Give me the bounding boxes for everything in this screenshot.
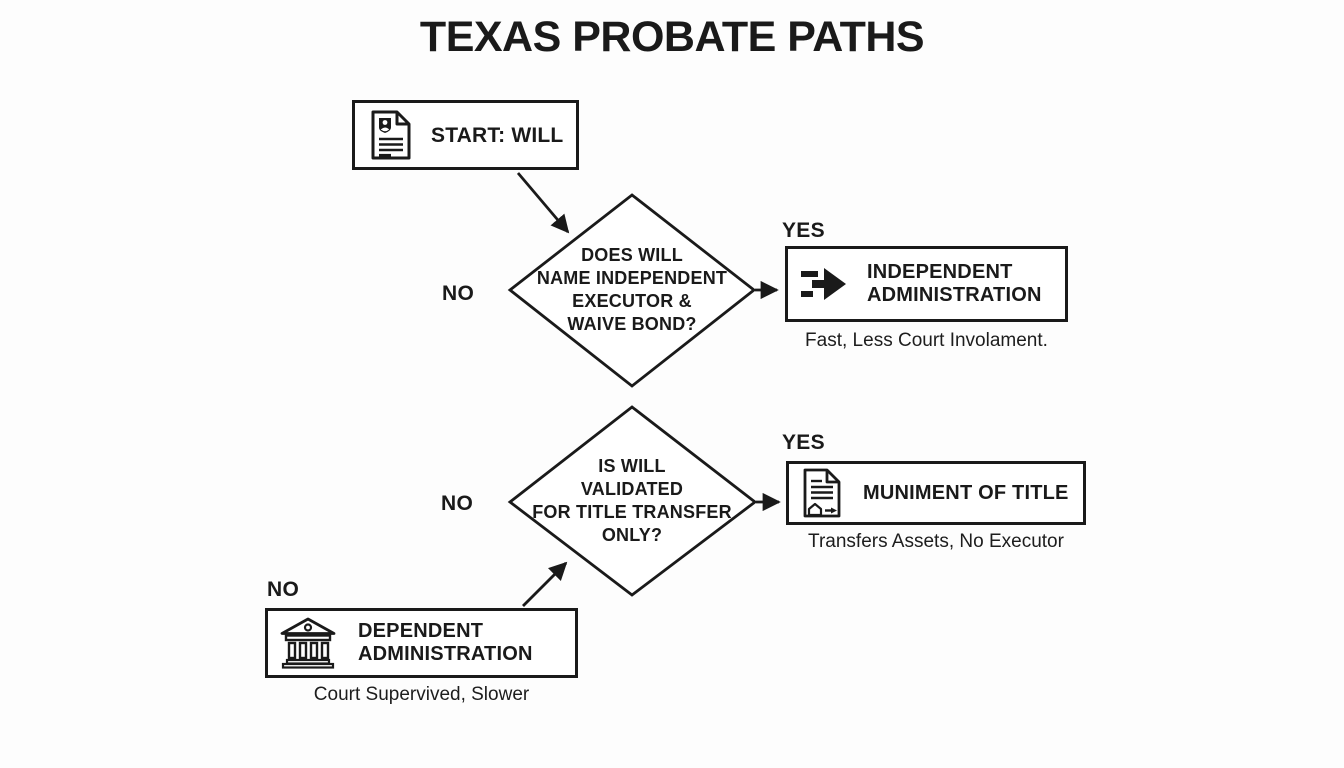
independent-administration-node: INDEPENDENT ADMINISTRATION: [785, 246, 1068, 322]
decision1-text: DOES WILL NAME INDEPENDENT EXECUTOR & WA…: [536, 245, 728, 334]
decision1-yes-label: YES: [782, 219, 825, 242]
decision1-no-label: NO: [442, 282, 475, 305]
deed-document-icon: [801, 468, 843, 518]
independent-caption: Fast, Less Court Involament.: [805, 330, 1048, 351]
will-document-icon: [368, 109, 414, 161]
dependent-administration-label: DEPENDENT ADMINISTRATION: [358, 620, 533, 665]
dependent-caption: Court Supervived, Slower: [313, 684, 530, 705]
start-will-label: START: WILL: [431, 123, 564, 147]
independent-administration-label: INDEPENDENT ADMINISTRATION: [867, 261, 1042, 306]
muniment-of-title-label: MUNIMENT OF TITLE: [863, 481, 1069, 504]
page-title: TEXAS PROBATE PATHS: [419, 13, 925, 61]
decision2-no-label: NO: [441, 492, 474, 515]
dependent-administration-node: DEPENDENT ADMINISTRATION: [265, 608, 578, 678]
muniment-of-title-node: MUNIMENT OF TITLE: [786, 461, 1086, 525]
decision1-diamond-shape: [507, 193, 757, 388]
decision2-yes-label: YES: [782, 431, 825, 454]
dependent-no-label: NO: [267, 578, 300, 601]
fast-arrow-icon: [801, 266, 847, 302]
decision2-text: IS WILL VALIDATED FOR TITLE TRANSFER ONL…: [532, 456, 732, 545]
courthouse-icon: [280, 617, 336, 669]
muniment-caption: Transfers Assets, No Executor: [808, 531, 1064, 552]
arrow-start-to-decision1: [516, 172, 570, 234]
start-will-node: START: WILL: [352, 100, 579, 170]
decision2-diamond-shape: [507, 405, 758, 597]
arrow-dependent-to-decision2: [522, 561, 568, 607]
